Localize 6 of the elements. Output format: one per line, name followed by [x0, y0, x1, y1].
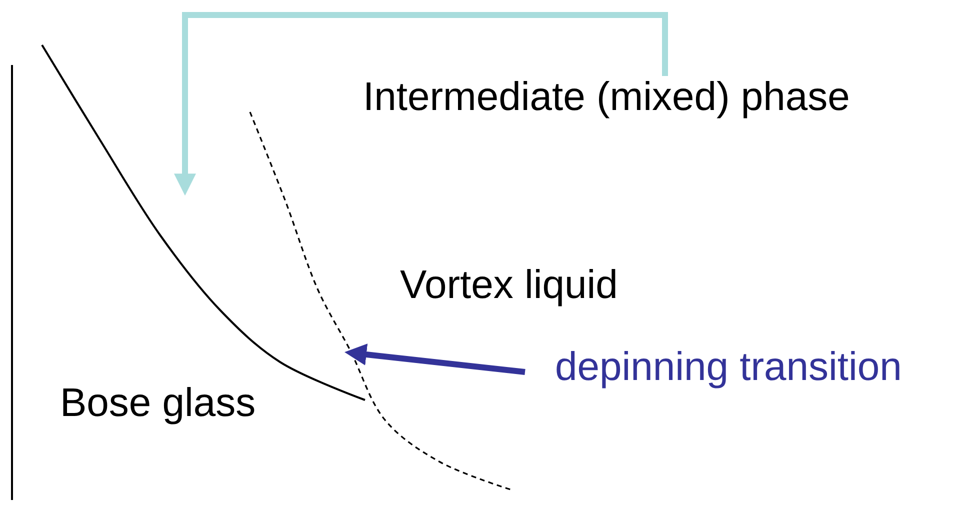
phase-label: depinning transition — [555, 344, 902, 390]
region-label: Vortex liquid — [400, 262, 618, 308]
arrow — [174, 12, 668, 196]
arrow — [344, 344, 526, 375]
region-label: Bose glass — [60, 380, 256, 426]
phase-label: Intermediate (mixed) phase — [363, 74, 850, 120]
